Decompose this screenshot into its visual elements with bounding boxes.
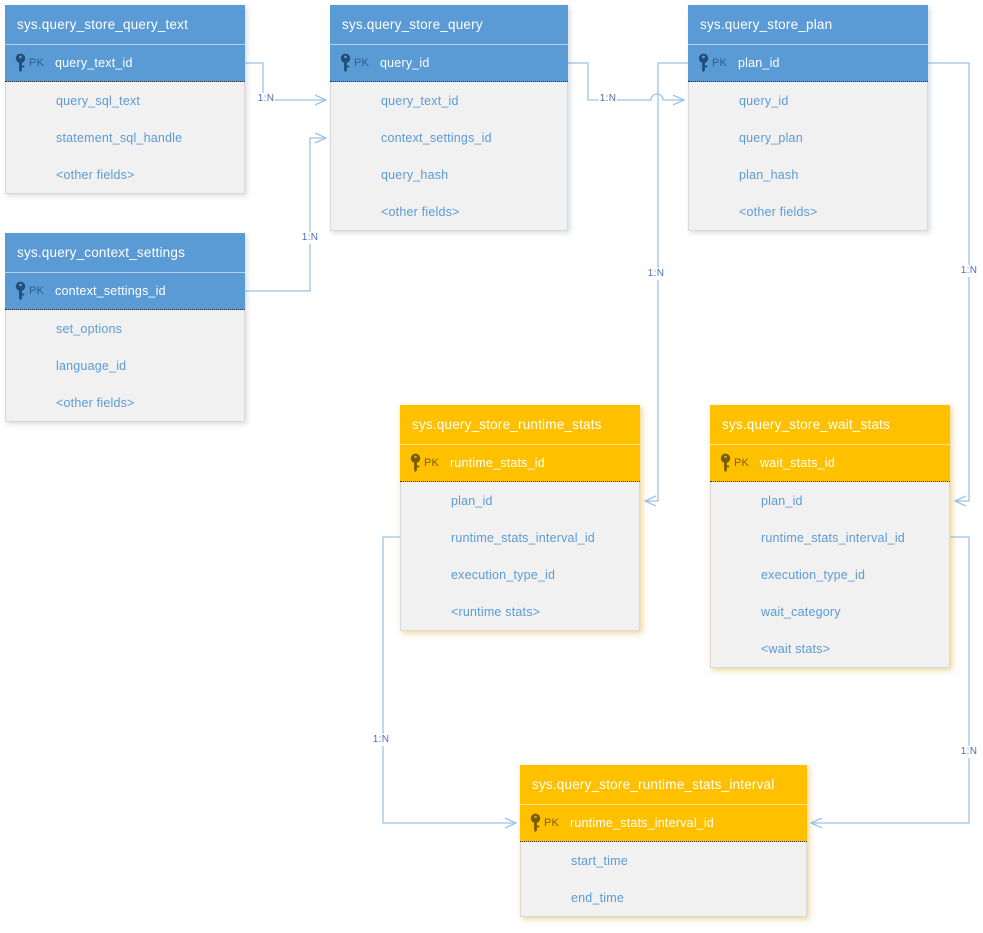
pk-field-name: query_id <box>380 56 430 70</box>
table-fields: plan_id runtime_stats_interval_id execut… <box>400 482 640 631</box>
field-row: context_settings_id <box>381 130 492 145</box>
field-row: query_sql_text <box>56 93 141 108</box>
field-row: wait_category <box>761 604 841 619</box>
table-title: sys.query_store_runtime_stats_interval <box>520 765 807 804</box>
field-row: start_time <box>571 853 628 868</box>
table-fields: query_text_id context_settings_id query_… <box>330 82 568 231</box>
pk-field-name: query_text_id <box>55 56 133 70</box>
pk-tag: PK <box>29 285 45 297</box>
field-row: language_id <box>56 358 127 373</box>
field-row: query_hash <box>381 167 449 182</box>
pk-row: PK query_text_id <box>5 44 245 82</box>
relationship-label: 1:N <box>646 268 666 280</box>
connector-query-to-plan <box>568 62 684 100</box>
relationship-label: 1:N <box>256 93 276 105</box>
table-fields: set_options language_id <other fields> <box>5 310 245 422</box>
connector-plan-to-runtimestats <box>645 62 688 501</box>
table-query-store-wait-stats: sys.query_store_wait_stats PK wait_stats… <box>710 405 950 668</box>
field-row: plan_id <box>451 493 493 508</box>
field-row: <other fields> <box>381 204 460 219</box>
field-row: execution_type_id <box>451 567 556 582</box>
relationship-label: 1:N <box>598 93 618 105</box>
key-icon <box>694 53 712 74</box>
field-row: <other fields> <box>56 167 135 182</box>
pk-field-name: context_settings_id <box>55 284 166 298</box>
table-title: sys.query_store_runtime_stats <box>400 405 640 444</box>
table-fields: query_id query_plan plan_hash <other fie… <box>688 82 928 231</box>
relationship-label: 1:N <box>371 734 391 746</box>
pk-row: PK runtime_stats_interval_id <box>520 804 807 842</box>
relationship-label: 1:N <box>959 746 979 758</box>
table-title: sys.query_store_wait_stats <box>710 405 950 444</box>
relationship-label: 1:N <box>300 232 320 244</box>
table-fields: plan_id runtime_stats_interval_id execut… <box>710 482 950 668</box>
pk-tag: PK <box>354 57 370 69</box>
field-row: <other fields> <box>56 395 135 410</box>
pk-row: PK runtime_stats_id <box>400 444 640 482</box>
key-icon <box>11 281 29 302</box>
key-icon <box>11 53 29 74</box>
field-row: runtime_stats_interval_id <box>451 530 595 545</box>
pk-row: PK plan_id <box>688 44 928 82</box>
table-query-store-query: sys.query_store_query PK query_id query_… <box>330 5 568 231</box>
field-row: execution_type_id <box>761 567 866 582</box>
table-query-store-plan: sys.query_store_plan PK plan_id query_id… <box>688 5 928 231</box>
table-query-store-query-text: sys.query_store_query_text PK query_text… <box>5 5 245 194</box>
field-row: plan_id <box>761 493 803 508</box>
pk-row: PK query_id <box>330 44 568 82</box>
table-query-context-settings: sys.query_context_settings PK context_se… <box>5 233 245 422</box>
table-title: sys.query_store_query <box>330 5 568 44</box>
key-icon <box>336 53 354 74</box>
pk-field-name: plan_id <box>738 56 780 70</box>
pk-row: PK context_settings_id <box>5 272 245 310</box>
field-row: query_id <box>739 93 789 108</box>
field-row: set_options <box>56 321 123 336</box>
key-icon <box>716 453 734 474</box>
field-row: query_text_id <box>381 93 459 108</box>
table-title: sys.query_store_query_text <box>5 5 245 44</box>
pk-tag: PK <box>424 457 440 469</box>
table-fields: query_sql_text statement_sql_handle <oth… <box>5 82 245 194</box>
pk-tag: PK <box>29 57 45 69</box>
pk-tag: PK <box>734 457 750 469</box>
field-row: <other fields> <box>739 204 818 219</box>
pk-field-name: runtime_stats_interval_id <box>570 816 714 830</box>
pk-tag: PK <box>712 57 728 69</box>
field-row: end_time <box>571 890 625 905</box>
table-query-store-runtime-stats: sys.query_store_runtime_stats PK runtime… <box>400 405 640 631</box>
relationship-label: 1:N <box>959 265 979 277</box>
table-title: sys.query_context_settings <box>5 233 245 272</box>
field-row: runtime_stats_interval_id <box>761 530 905 545</box>
field-row: plan_hash <box>739 167 799 182</box>
field-row: statement_sql_handle <box>56 130 183 145</box>
key-icon <box>406 453 424 474</box>
table-fields: start_time end_time <box>520 842 807 917</box>
pk-row: PK wait_stats_id <box>710 444 950 482</box>
table-query-store-runtime-stats-interval: sys.query_store_runtime_stats_interval P… <box>520 765 807 917</box>
pk-tag: PK <box>544 817 560 829</box>
key-icon <box>526 813 544 834</box>
connector-contextsettings-to-query <box>245 138 326 292</box>
field-row: <wait stats> <box>761 641 831 656</box>
table-title: sys.query_store_plan <box>688 5 928 44</box>
pk-field-name: wait_stats_id <box>760 456 835 470</box>
field-row: query_plan <box>739 130 803 145</box>
field-row: <runtime stats> <box>451 604 541 619</box>
pk-field-name: runtime_stats_id <box>450 456 545 470</box>
